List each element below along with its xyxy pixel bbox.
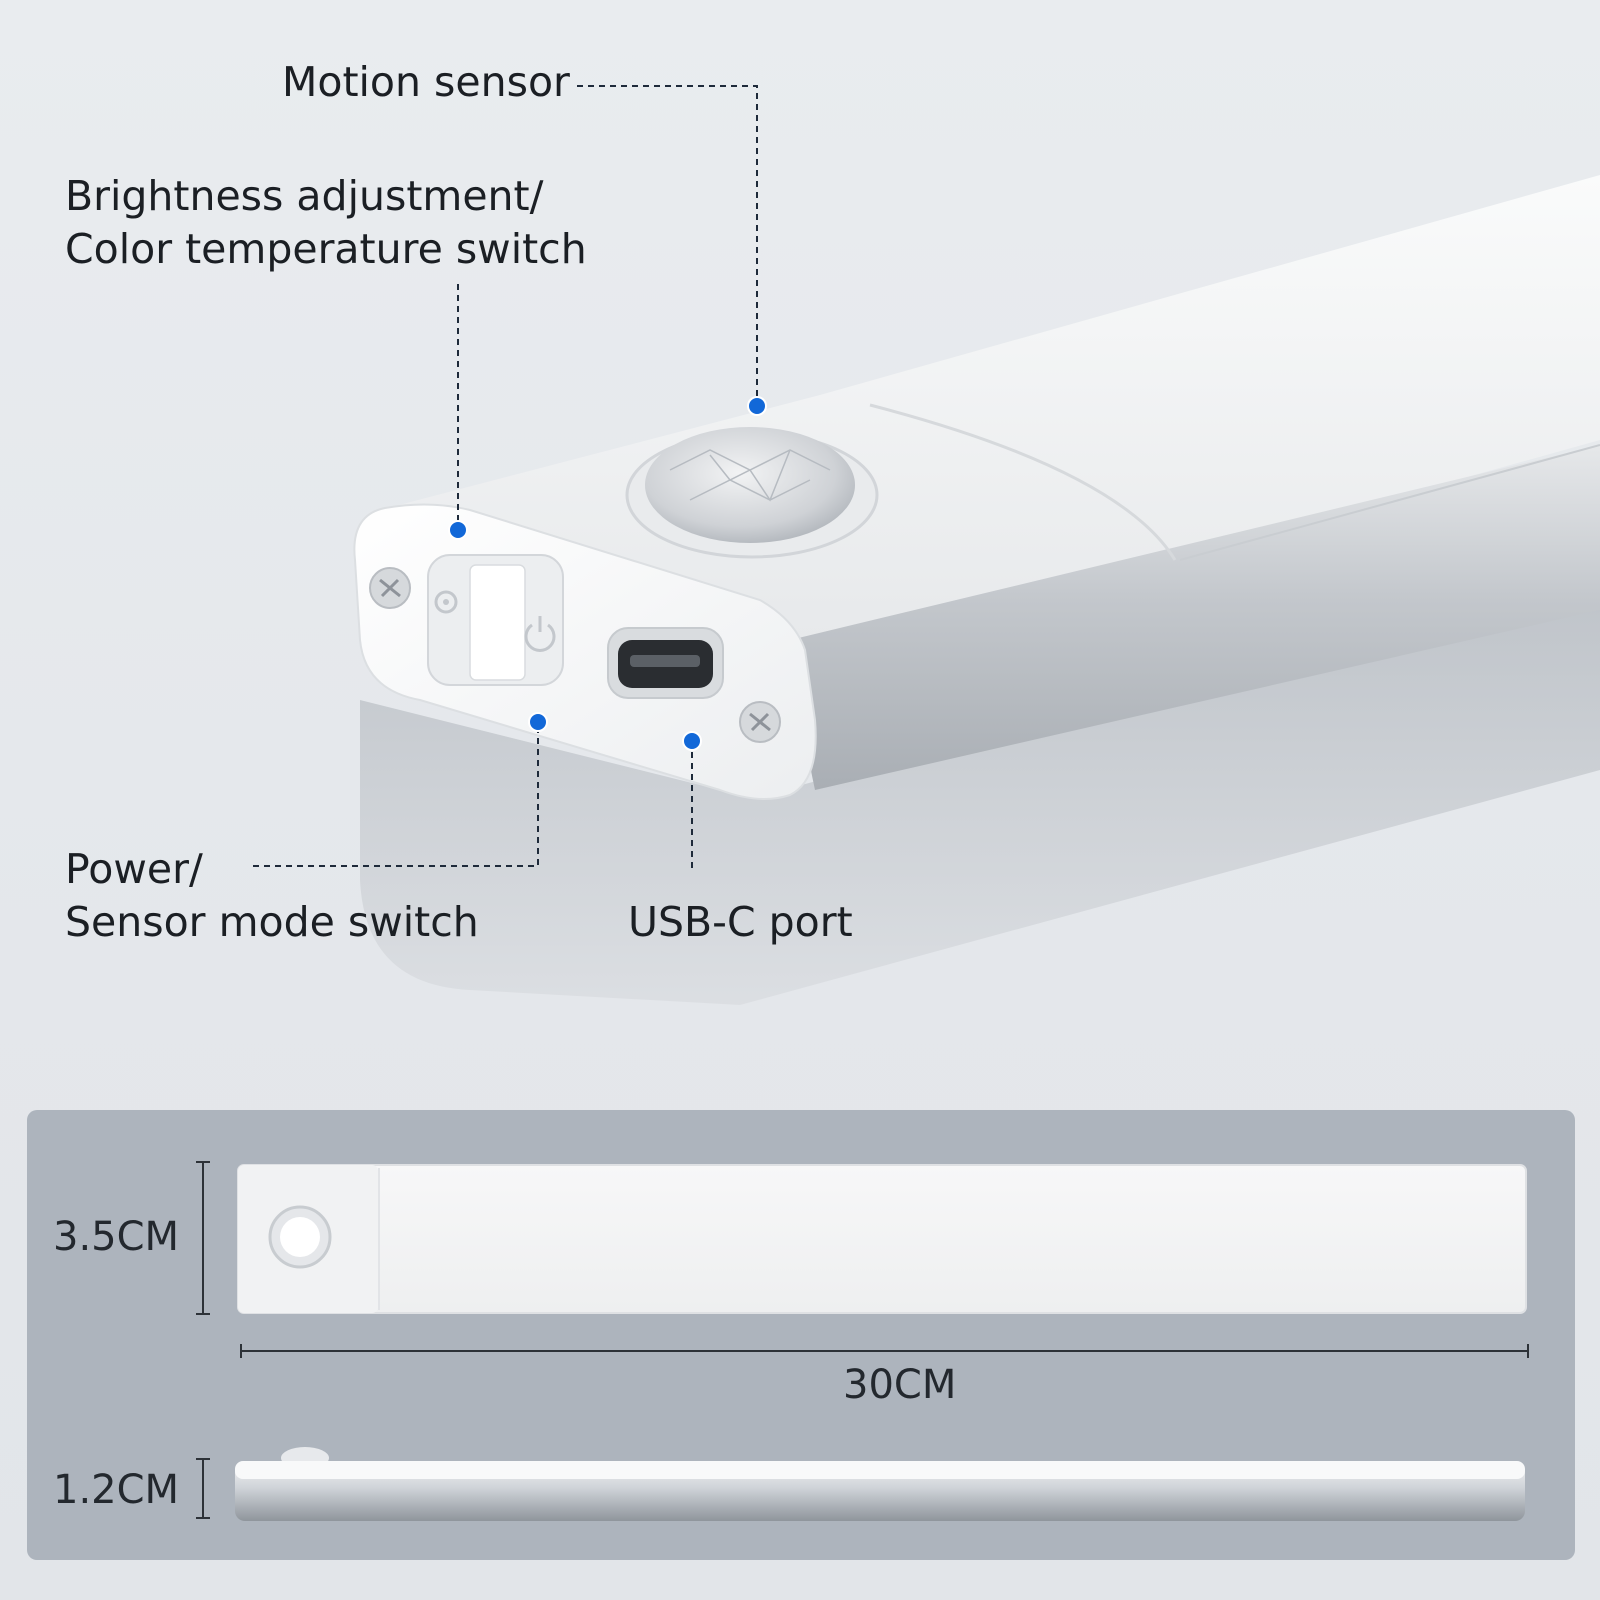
callout-leaders [253, 85, 758, 868]
usbc-port-label: USB-C port [628, 898, 853, 946]
product-reflection [360, 600, 1600, 1005]
motion-sensor-lens-icon [268, 1205, 332, 1269]
power-switch-slider [427, 554, 564, 686]
usbc-port-dot [682, 731, 702, 751]
power-label-line2: Sensor mode switch [65, 898, 479, 946]
bar-side-view [235, 1447, 1525, 1521]
callout-dots [448, 396, 767, 751]
power-label-line1: Power/ [65, 845, 203, 893]
motion-sensor-label: Motion sensor [282, 58, 570, 106]
power-icon [524, 616, 556, 652]
brightness-color-switch-label: Brightness adjustment/ Color temperature… [65, 170, 587, 276]
power-sensor-mode-label: Power/ Sensor mode switch [65, 843, 479, 949]
usb-c-port-icon [607, 627, 724, 699]
screw-icon [369, 567, 411, 609]
motion-sensor-dot [747, 396, 767, 416]
screw-icon [739, 701, 781, 743]
brightness-label-line1: Brightness adjustment/ [65, 172, 544, 220]
gear-icon [434, 590, 458, 614]
bar-top-view [237, 1164, 1527, 1314]
motion-sensor-lens-icon [625, 427, 879, 559]
dimension-lines [196, 1161, 1529, 1519]
thickness-dimension-label: 1.2CM [53, 1467, 180, 1513]
brightness-switch-dot [448, 520, 468, 540]
length-dimension-label: 30CM [843, 1362, 957, 1408]
power-switch-dot [528, 712, 548, 732]
brightness-label-line2: Color temperature switch [65, 225, 587, 273]
height-dimension-label: 3.5CM [53, 1214, 180, 1260]
